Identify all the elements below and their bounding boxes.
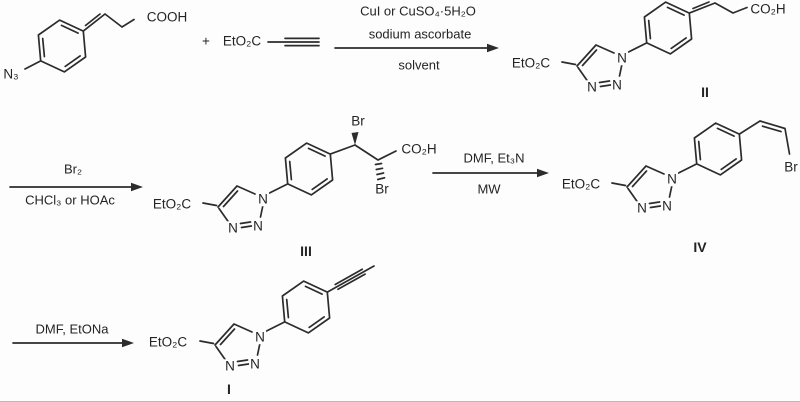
compound-iii-br-hash-label: Br [374,181,390,197]
compound-i-n2-label: N [249,356,261,372]
compound-a-acid-label: COOH [145,9,189,25]
compound-iii-chain [329,132,397,181]
compound-i-numeral: I [227,381,231,397]
step2-reagent: Br₂ [63,161,83,177]
arrow-step4 [12,338,134,348]
compound-iii-n3-label: N [227,220,239,236]
compound-ii-acid-label: CO₂H [749,1,787,17]
step2-solvent: CHCl₃ or HOAc [25,192,115,208]
compound-iii-acid-label: CO₂H [400,141,438,157]
arrow-step2 [9,182,143,192]
arrow-step1 [334,43,499,53]
compound-ii-core [561,1,693,88]
alkyne-reagent-bonds [267,37,320,47]
alkyne-reagent-ester-label: EtO₂C [221,33,263,49]
step1-reagent-line2: sodium ascorbate [368,26,472,42]
compound-iv-br-label: Br [783,159,799,175]
compound-iv-chain [738,120,791,155]
step1-reagent-line1: CuI or CuSO₄·5H₂O [360,3,476,19]
plus-sign: + [201,33,211,49]
compound-iii-core [202,142,334,229]
arrow-step3 [432,168,549,178]
compound-i-n3-label: N [224,358,236,374]
compound-ii-numeral: II [701,84,709,100]
compound-iii-numeral: III [300,243,312,259]
compound-iv-ester-label: EtO₂C [560,176,602,192]
compound-iv-core [611,122,743,209]
step4-reagent: DMF, EtONa [35,321,109,337]
compound-ii-n2-label: N [611,77,623,93]
compound-iii-n2-label: N [252,218,264,234]
step3-microwave: MW [477,181,501,197]
compound-i-n1-label: N [254,329,266,345]
compound-iv-numeral: IV [693,239,707,255]
compound-ii-chain [688,1,748,14]
compound-ii-n1-label: N [616,50,628,66]
compound-iv-n3-label: N [636,200,648,216]
compound-i-chain [326,265,375,293]
compound-a-azide-label: N₃ [2,66,20,82]
compound-i-ester-label: EtO₂C [147,334,189,350]
compound-a-structure [24,13,135,73]
step3-reagent: DMF, Et₃N [463,150,525,166]
compound-iii-n1-label: N [257,191,269,207]
compound-iv-n2-label: N [661,198,673,214]
step1-solvent: solvent [398,57,440,73]
compound-ii-n3-label: N [586,79,598,95]
compound-iv-n1-label: N [666,171,678,187]
compound-iii-br-wedge-label: Br [350,113,366,129]
compound-iii-ester-label: EtO₂C [151,196,193,212]
compound-ii-ester-label: EtO₂C [510,55,552,71]
compound-i-core [199,280,331,367]
